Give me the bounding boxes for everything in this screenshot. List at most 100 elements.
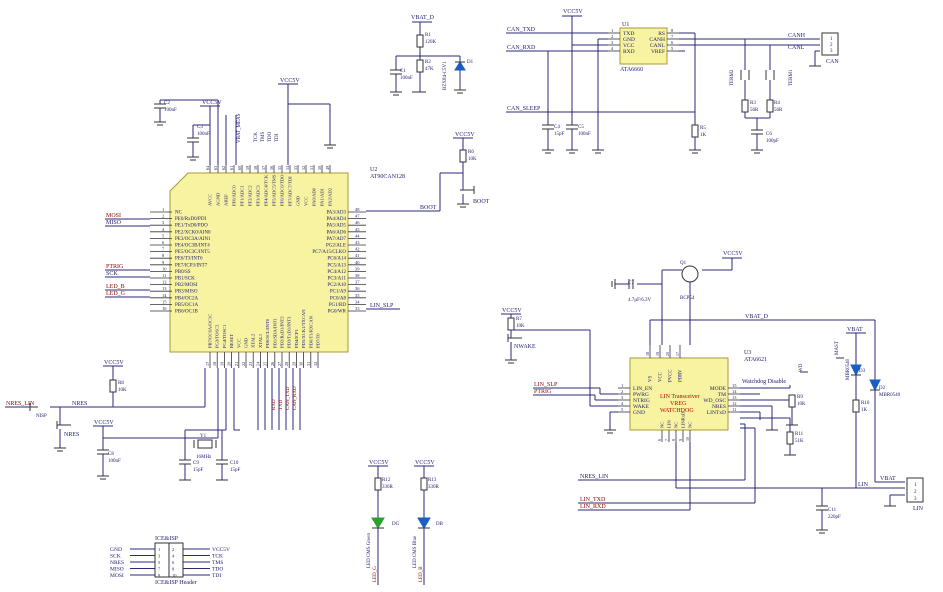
r12-ref: R12: [382, 478, 391, 483]
net-nres-lin: NRES_LIN: [6, 401, 35, 407]
db-ref: DB: [436, 522, 444, 527]
d2-val: MBR0540: [879, 393, 901, 398]
mcu-pin-label: PG0/WR: [328, 310, 347, 315]
header-right-num: 8: [172, 567, 175, 572]
lin-pin-label: PWRG: [633, 392, 649, 398]
mcu-pin-num: 61: [229, 166, 234, 170]
c9-val: 15pF: [193, 468, 204, 473]
mcu-pin-num: 3: [162, 220, 165, 225]
jcan-pin1: 1: [830, 37, 833, 42]
r4-ref: R4: [774, 101, 780, 106]
net-lin-txd: LIN_TXD: [580, 497, 606, 503]
c5-ref: C5: [578, 125, 584, 130]
can-xcvr-name: ATA6660: [620, 67, 643, 73]
mcu-ref: U2: [370, 167, 377, 173]
vcc5v-label-top: VCC5V: [280, 78, 300, 84]
mcu-pin-num: 39: [355, 266, 360, 271]
can-nets: CAN_TXD CAN_RXD CAN_SLEEP VCC5V C4 15pF …: [506, 9, 820, 154]
can-xcvr-ref: U1: [622, 22, 629, 28]
mcu-pin-num: 36: [355, 286, 360, 291]
mcu-right-pins: 48PA3/AD347PA4/AD446PA5/AD545PA6/AD644PA…: [312, 207, 366, 315]
lin-pin-label: NC: [660, 422, 665, 428]
lin-pin-label: LINRxD: [681, 411, 686, 428]
header-right-label: VCC5V: [212, 547, 230, 553]
mcu-pin-num: 45: [355, 227, 360, 232]
can-pin-num: 6: [671, 40, 674, 45]
boot-circuit: VCC5V R6 10K BOOT BOOT: [366, 132, 490, 212]
header-left-label: NRES: [110, 560, 124, 566]
net-boot: BOOT: [420, 205, 437, 211]
c8-val: 100nF: [108, 459, 121, 464]
nisp-label: NISP: [36, 414, 47, 419]
mcu-pin-num: 14: [162, 293, 167, 298]
c4-val: 15pF: [554, 132, 565, 137]
r12-val: 330R: [382, 485, 394, 490]
net-rxd: RXD: [272, 399, 277, 410]
mcu-pin-num: 22: [241, 362, 246, 366]
mcu-pin-num: 60: [237, 166, 242, 170]
can-pin-num: 3: [611, 40, 614, 45]
mcu-pin-num: 49: [325, 166, 330, 170]
header-left-num: 9: [158, 573, 161, 578]
net-led-g: LED_G: [106, 291, 126, 297]
dg-val: LED CMS Green: [367, 533, 372, 568]
c6-ref: C6: [766, 132, 772, 137]
r6-val: 10K: [468, 157, 477, 162]
lin-pin-num: 8: [671, 439, 676, 441]
c10-ref: C10: [230, 461, 239, 466]
mcu-pin-label: PE3/OC3A/AIN1: [175, 237, 211, 242]
net-tck: TCK: [254, 132, 259, 142]
mcu-pin-label: PA1/AD1: [320, 187, 325, 206]
jcan-pin3: 3: [830, 49, 833, 54]
mcu-pin-label: PD7/T0: [316, 333, 321, 348]
c3-ref: C3: [197, 125, 203, 130]
net-tms: TMS: [261, 132, 266, 143]
mcu-pin-num: 31: [306, 362, 311, 366]
net-canl: CANL: [788, 45, 805, 51]
lin-pin-num: 13: [732, 395, 737, 400]
mcu-pin-num: 59: [245, 166, 250, 170]
net-led-b-v: LED_B: [419, 566, 424, 582]
net-canh: CANH: [788, 33, 806, 39]
mcu-pin-num: 55: [277, 166, 282, 170]
lin-pin-label: PDRV: [679, 369, 684, 382]
lin-pin-num: 17: [675, 352, 680, 356]
mcu-pin-label: PB1/SCK: [175, 277, 195, 282]
lin-pin-num: 2: [621, 389, 623, 394]
lin-pin-num: 5: [621, 407, 624, 412]
mcu-pin-label: VCC: [236, 339, 241, 348]
mcu-pin-num: 7: [162, 247, 165, 252]
r8-ref: R8: [118, 381, 124, 386]
header-left-num: 7: [158, 567, 161, 572]
c3-val: 100nF: [197, 132, 210, 137]
vcc5v-label-c8: VCC5V: [94, 420, 114, 426]
r10-val: 1K: [861, 408, 868, 413]
mcu-pin-label: AREF: [224, 194, 229, 206]
can-pin-label: CANL: [650, 43, 666, 49]
mcu-pin-label: PC6/A14: [327, 257, 346, 262]
jlin-pin1: 1: [914, 483, 917, 488]
mcu-pin-num: 46: [355, 220, 360, 225]
mcu-left-nets: MOSI MISO PTRIG SCK LED_B LED_G: [105, 213, 150, 298]
r9-val: 10K: [797, 402, 806, 407]
mcu-pin-num: 19: [219, 362, 224, 366]
sw-nwake-label: NWAKE: [514, 344, 536, 350]
header-left-label: GND: [110, 547, 122, 553]
mcu-pin-label: GND: [296, 195, 301, 206]
mcu-pin-num: 26: [270, 362, 275, 366]
lin-pin-label: VCC: [659, 372, 664, 382]
mcu-pin-num: 53: [293, 166, 298, 170]
net-sck: SCK: [106, 271, 118, 277]
mcu-pin-label: PF2/ADC2: [248, 185, 253, 206]
lin-pin-label: NTRIG: [633, 398, 650, 404]
net-nres-lin-2: NRES_LIN: [580, 474, 609, 480]
lin-pin-num: 6: [657, 439, 662, 441]
r1-ref: R1: [425, 33, 431, 38]
net-can-txd: CAN_TXD: [507, 27, 536, 33]
jlin-pin2: 2: [914, 490, 917, 495]
mcu-pin-num: 5: [162, 233, 165, 238]
mcu-pin-label: PC3/A11: [328, 277, 347, 282]
mcu-pin-label: PE4/OC3B/INT4: [175, 244, 210, 249]
mcu-pin-num: 8: [162, 253, 165, 258]
r10-ref: R10: [861, 401, 870, 406]
